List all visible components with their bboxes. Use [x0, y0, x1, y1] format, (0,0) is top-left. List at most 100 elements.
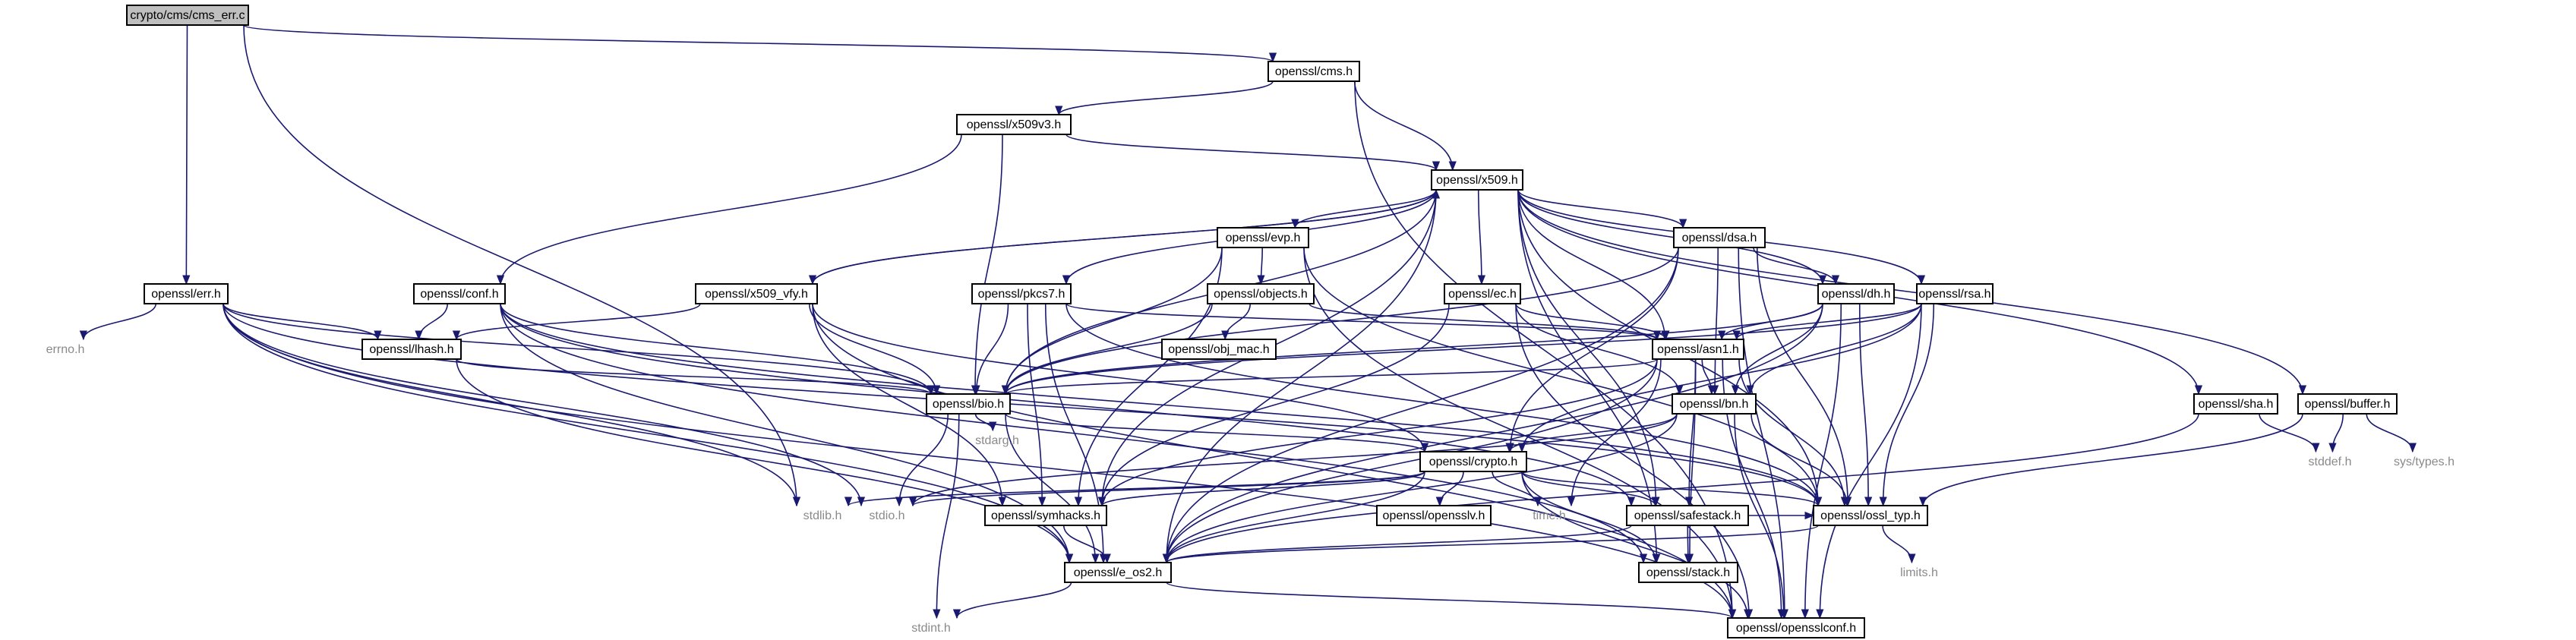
- node-obj-mac[interactable]: openssl/obj_mac.h: [1161, 339, 1277, 360]
- node-ossl-typ[interactable]: openssl/ossl_typ.h: [1813, 505, 1928, 526]
- include-edge: [909, 471, 1425, 507]
- node-bn[interactable]: openssl/bn.h: [1672, 393, 1757, 415]
- node-x509[interactable]: openssl/x509.h: [1431, 169, 1523, 191]
- node-label: openssl/dsa.h: [1682, 232, 1757, 244]
- node-buffer[interactable]: openssl/buffer.h: [2297, 393, 2398, 415]
- include-edge-line: [1221, 303, 1252, 341]
- node-x509-vfy[interactable]: openssl/x509_vfy.h: [695, 283, 818, 304]
- include-edge-line: [1291, 189, 1437, 229]
- include-edge-line: [223, 303, 935, 396]
- include-edge: [952, 582, 1072, 620]
- include-edge: [1731, 303, 1823, 396]
- node-cms[interactable]: openssl/cms.h: [1267, 61, 1360, 82]
- include-edge-line: [1879, 303, 1935, 507]
- include-edge-line: [223, 303, 1074, 564]
- include-edge: [1517, 189, 1669, 341]
- node-conf[interactable]: openssl/conf.h: [413, 283, 506, 304]
- include-edge-line: [1257, 247, 1265, 285]
- include-edge-line: [1517, 189, 1669, 341]
- include-edge-line: [1163, 525, 1819, 564]
- include-edge-line: [1353, 80, 1457, 172]
- include-edge: [1162, 303, 1823, 564]
- include-edge: [223, 303, 382, 341]
- node-opensslv[interactable]: openssl/opensslv.h: [1376, 505, 1492, 526]
- include-edge: [1746, 303, 1922, 396]
- node-sha[interactable]: openssl/sha.h: [2193, 393, 2278, 415]
- node-symhacks[interactable]: openssl/symhacks.h: [984, 505, 1107, 526]
- include-edge: [1738, 247, 1788, 620]
- include-edge: [79, 303, 157, 341]
- node-box: [1376, 505, 1492, 526]
- node-cms-err[interactable]: crypto/cms/cms_err.c: [126, 5, 249, 26]
- include-edge-line: [1001, 247, 1223, 396]
- include-edge-line: [1303, 247, 1737, 620]
- include-edge-line: [1309, 303, 1661, 341]
- node-err[interactable]: openssl/err.h: [144, 283, 229, 304]
- node-rsa[interactable]: openssl/rsa.h: [1916, 283, 1994, 304]
- include-edge-line: [1002, 358, 1658, 396]
- node-label: openssl/pkcs7.h: [978, 288, 1065, 301]
- node-lhash[interactable]: openssl/lhash.h: [361, 339, 462, 360]
- include-edge-line: [1515, 303, 1754, 620]
- node-box: [1652, 339, 1744, 360]
- node-label: openssl/dh.h: [1822, 288, 1891, 301]
- include-edge-line: [1738, 358, 1849, 507]
- node-box: [1727, 617, 1865, 638]
- node-ec[interactable]: openssl/ec.h: [1444, 283, 1521, 304]
- include-edge: [1756, 247, 1852, 507]
- include-edge-line: [1684, 525, 1692, 564]
- include-edge-line: [1065, 303, 1823, 507]
- include-edge-line: [895, 413, 949, 507]
- node-stdio: stdio.h: [869, 509, 904, 522]
- node-stdlib: stdlib.h: [803, 509, 842, 522]
- node-box: [1813, 505, 1928, 526]
- node-safestack[interactable]: openssl/safestack.h: [1626, 505, 1749, 526]
- include-edge: [1353, 80, 1457, 172]
- include-edge-line: [79, 303, 157, 341]
- include-edge: [933, 413, 960, 620]
- node-evp[interactable]: openssl/evp.h: [1217, 227, 1309, 248]
- node-errno: errno.h: [46, 343, 85, 356]
- node-dsa[interactable]: openssl/dsa.h: [1673, 227, 1766, 248]
- edge-layer: [79, 24, 2417, 620]
- include-edge-line: [1521, 471, 1752, 620]
- include-edge-line: [1517, 189, 1687, 229]
- include-edge: [223, 303, 1822, 507]
- include-edge-line: [2366, 413, 2417, 453]
- include-edge: [1055, 80, 1274, 116]
- node-stdarg: stdarg.h: [975, 434, 1019, 447]
- include-edge-line: [500, 303, 1074, 564]
- node-crypto[interactable]: openssl/crypto.h: [1419, 451, 1527, 472]
- node-stack[interactable]: openssl/stack.h: [1638, 562, 1738, 583]
- include-edge-line: [1162, 471, 1425, 564]
- node-bio[interactable]: openssl/bio.h: [926, 393, 1011, 415]
- include-edge: [1701, 358, 1716, 396]
- node-x509v3[interactable]: openssl/x509v3.h: [956, 114, 1072, 135]
- include-edge: [2366, 413, 2417, 453]
- node-label: sys/types.h: [2394, 456, 2454, 468]
- node-dh[interactable]: openssl/dh.h: [1817, 283, 1895, 304]
- node-asn1[interactable]: openssl/asn1.h: [1652, 339, 1744, 360]
- include-edge: [1477, 189, 1486, 285]
- include-edge: [1435, 471, 1464, 507]
- include-edge-line: [1062, 525, 1111, 564]
- include-edge-line: [1166, 582, 1736, 620]
- node-opensslconf[interactable]: openssl/opensslconf.h: [1727, 617, 1865, 638]
- include-edge: [812, 303, 1429, 453]
- include-edge: [1753, 247, 1840, 285]
- node-box: [1916, 283, 1994, 304]
- include-edge: [1918, 413, 2303, 507]
- include-edge-line: [1492, 471, 1542, 507]
- node-objects[interactable]: openssl/objects.h: [1207, 283, 1315, 304]
- include-edge: [1882, 525, 1916, 564]
- node-label: openssl/asn1.h: [1657, 343, 1739, 356]
- include-edge: [456, 358, 935, 396]
- node-label: crypto/cms/cms_err.c: [130, 9, 245, 22]
- node-time: time.h: [1533, 509, 1566, 522]
- include-edge-line: [1515, 303, 1684, 396]
- node-e-os2[interactable]: openssl/e_os2.h: [1064, 562, 1172, 583]
- include-edge-line: [909, 413, 1678, 507]
- include-edge-line: [1710, 247, 1719, 396]
- node-pkcs7[interactable]: openssl/pkcs7.h: [971, 283, 1072, 304]
